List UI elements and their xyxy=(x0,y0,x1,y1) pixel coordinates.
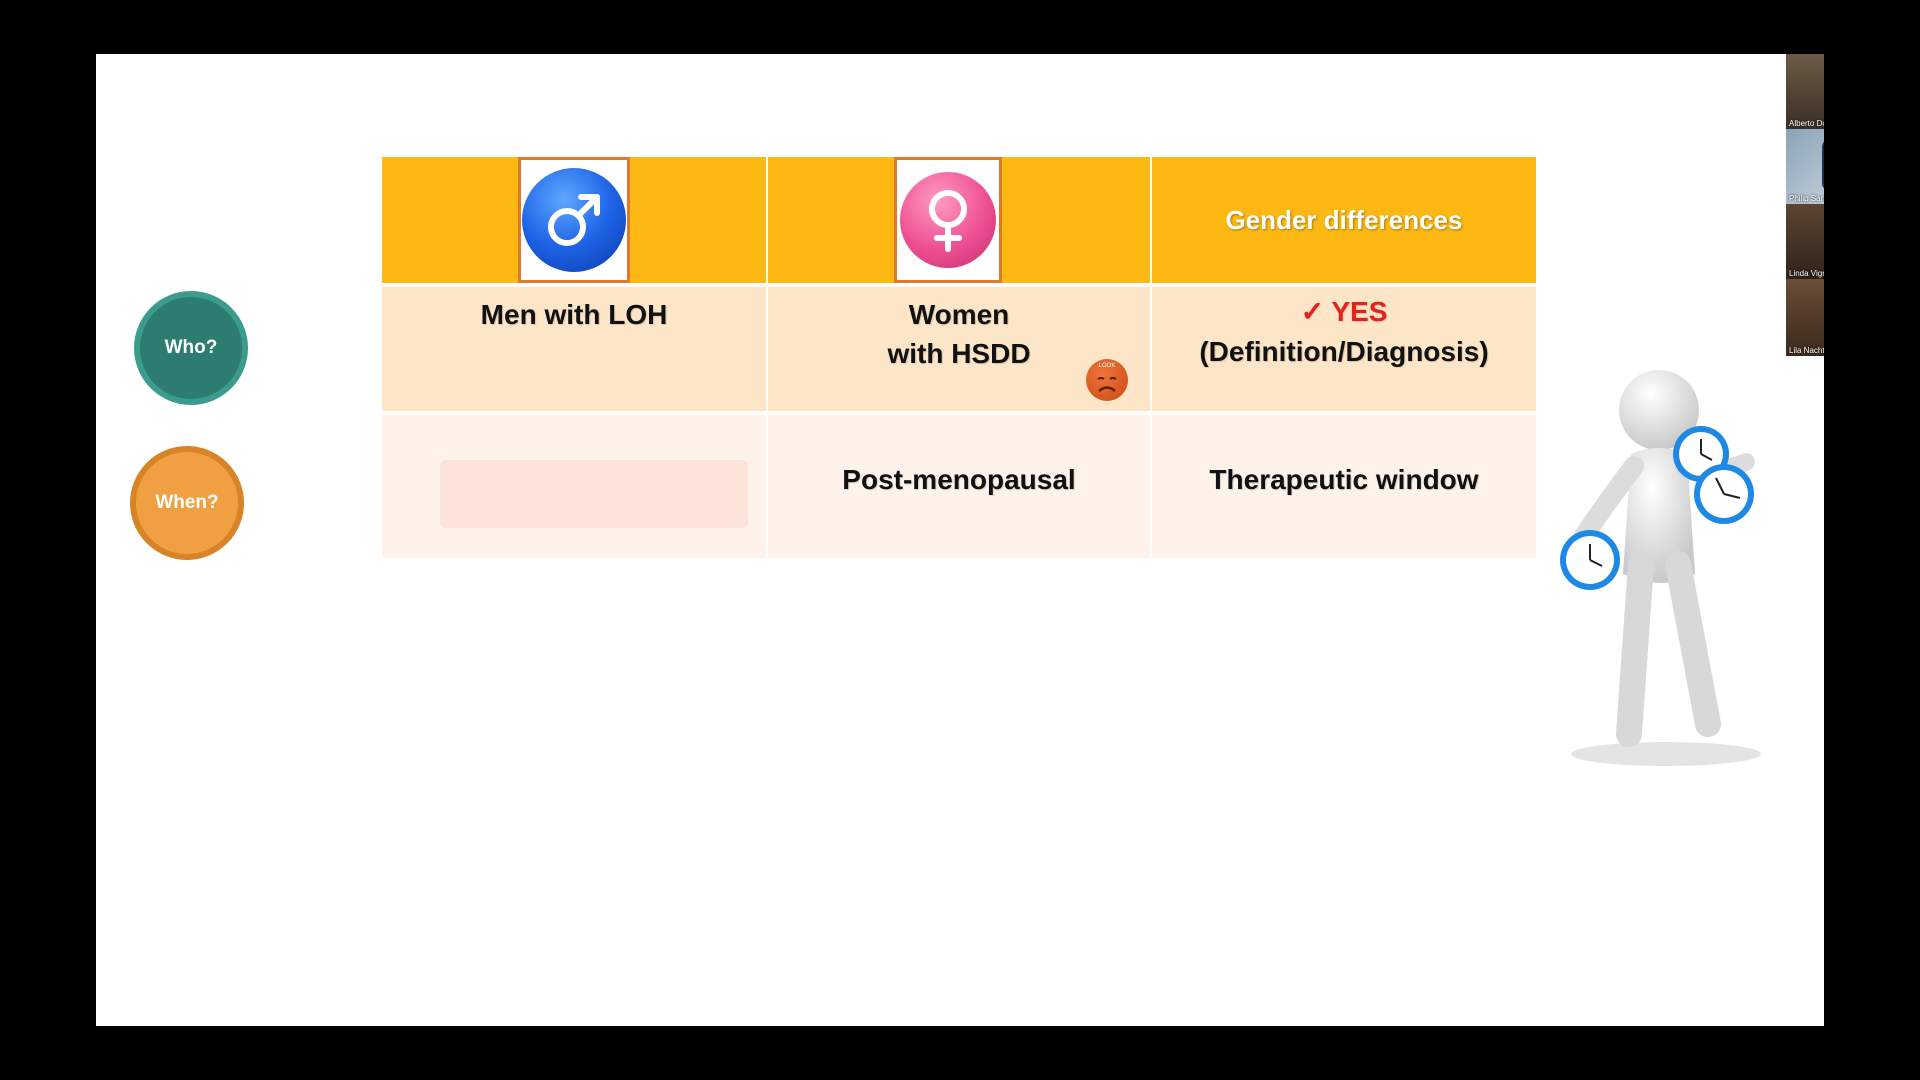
header-cell-differences: Gender differences xyxy=(1152,157,1536,283)
cell-women-when: Post-menopausal xyxy=(768,411,1152,558)
when-label: When? xyxy=(155,492,219,513)
participant-video-icon xyxy=(1822,277,1824,279)
yes-line: ✓ YES xyxy=(1152,292,1536,331)
who-circle: Who? xyxy=(134,291,248,405)
male-icon-frame xyxy=(518,157,630,283)
yes-text: YES xyxy=(1331,296,1388,327)
who-label: Who? xyxy=(164,337,218,358)
definition-diagnosis-text: (Definition/Diagnosis) xyxy=(1199,336,1489,367)
participant-name: Philip Sarrel, M.D. xyxy=(1789,194,1824,203)
post-menopausal-text: Post-menopausal xyxy=(842,464,1076,495)
participant-video-icon xyxy=(1822,141,1824,189)
table-row-when: Post-menopausal Therapeutic window xyxy=(382,411,1536,558)
women-text: Women xyxy=(908,299,1010,330)
female-icon-frame xyxy=(894,157,1002,283)
table-row-who: Men with LOH Women with HSDD LOOK ✓ YE xyxy=(382,283,1536,411)
therapeutic-window-text: Therapeutic window xyxy=(1209,464,1479,495)
gender-differences-heading: Gender differences xyxy=(1225,204,1463,235)
empty-placeholder-box xyxy=(440,460,748,528)
participant-tile[interactable]: Alberto Domínguez-bali xyxy=(1786,54,1824,129)
male-symbol-icon xyxy=(522,168,626,272)
cell-men-who: Men with LOH xyxy=(382,283,768,411)
cell-differences-who: ✓ YES (Definition/Diagnosis) xyxy=(1152,283,1536,411)
header-cell-men xyxy=(382,157,768,283)
participant-tile[interactable]: Philip Sarrel, M.D. xyxy=(1786,129,1824,204)
with-hsdd-text: with HSDD xyxy=(887,338,1031,369)
when-circle: When? xyxy=(130,446,244,560)
men-with-loh-text: Men with LOH xyxy=(480,299,668,330)
juggling-clocks-figure-image xyxy=(1556,354,1786,774)
sad-face-icon: LOOK xyxy=(1086,359,1128,401)
header-cell-women xyxy=(768,157,1152,283)
checkmark-icon: ✓ xyxy=(1300,296,1325,327)
video-participants-panel: Alberto Domínguez-bali Philip Sarrel, M.… xyxy=(1786,54,1824,356)
gender-comparison-table: Gender differences Men with LOH Women wi… xyxy=(382,157,1536,558)
participant-tile[interactable]: Linda Vignozzi, PhD xyxy=(1786,204,1824,279)
presentation-slide: Who? When? xyxy=(96,54,1824,1026)
participant-name: Alberto Domínguez-bali xyxy=(1789,119,1824,128)
cell-differences-when: Therapeutic window xyxy=(1152,411,1536,558)
participant-video-icon xyxy=(1786,279,1824,356)
participant-video-icon xyxy=(1786,54,1824,129)
female-symbol-icon xyxy=(900,172,996,268)
cell-women-who: Women with HSDD LOOK xyxy=(768,283,1152,411)
participant-tile[interactable]: Lila Nachtigall, M.D. xyxy=(1786,279,1824,356)
participant-name: Lila Nachtigall, M.D. xyxy=(1789,346,1824,355)
cell-men-when xyxy=(382,411,768,558)
participant-name: Linda Vignozzi, PhD xyxy=(1789,269,1824,278)
table-header-row: Gender differences xyxy=(382,157,1536,283)
